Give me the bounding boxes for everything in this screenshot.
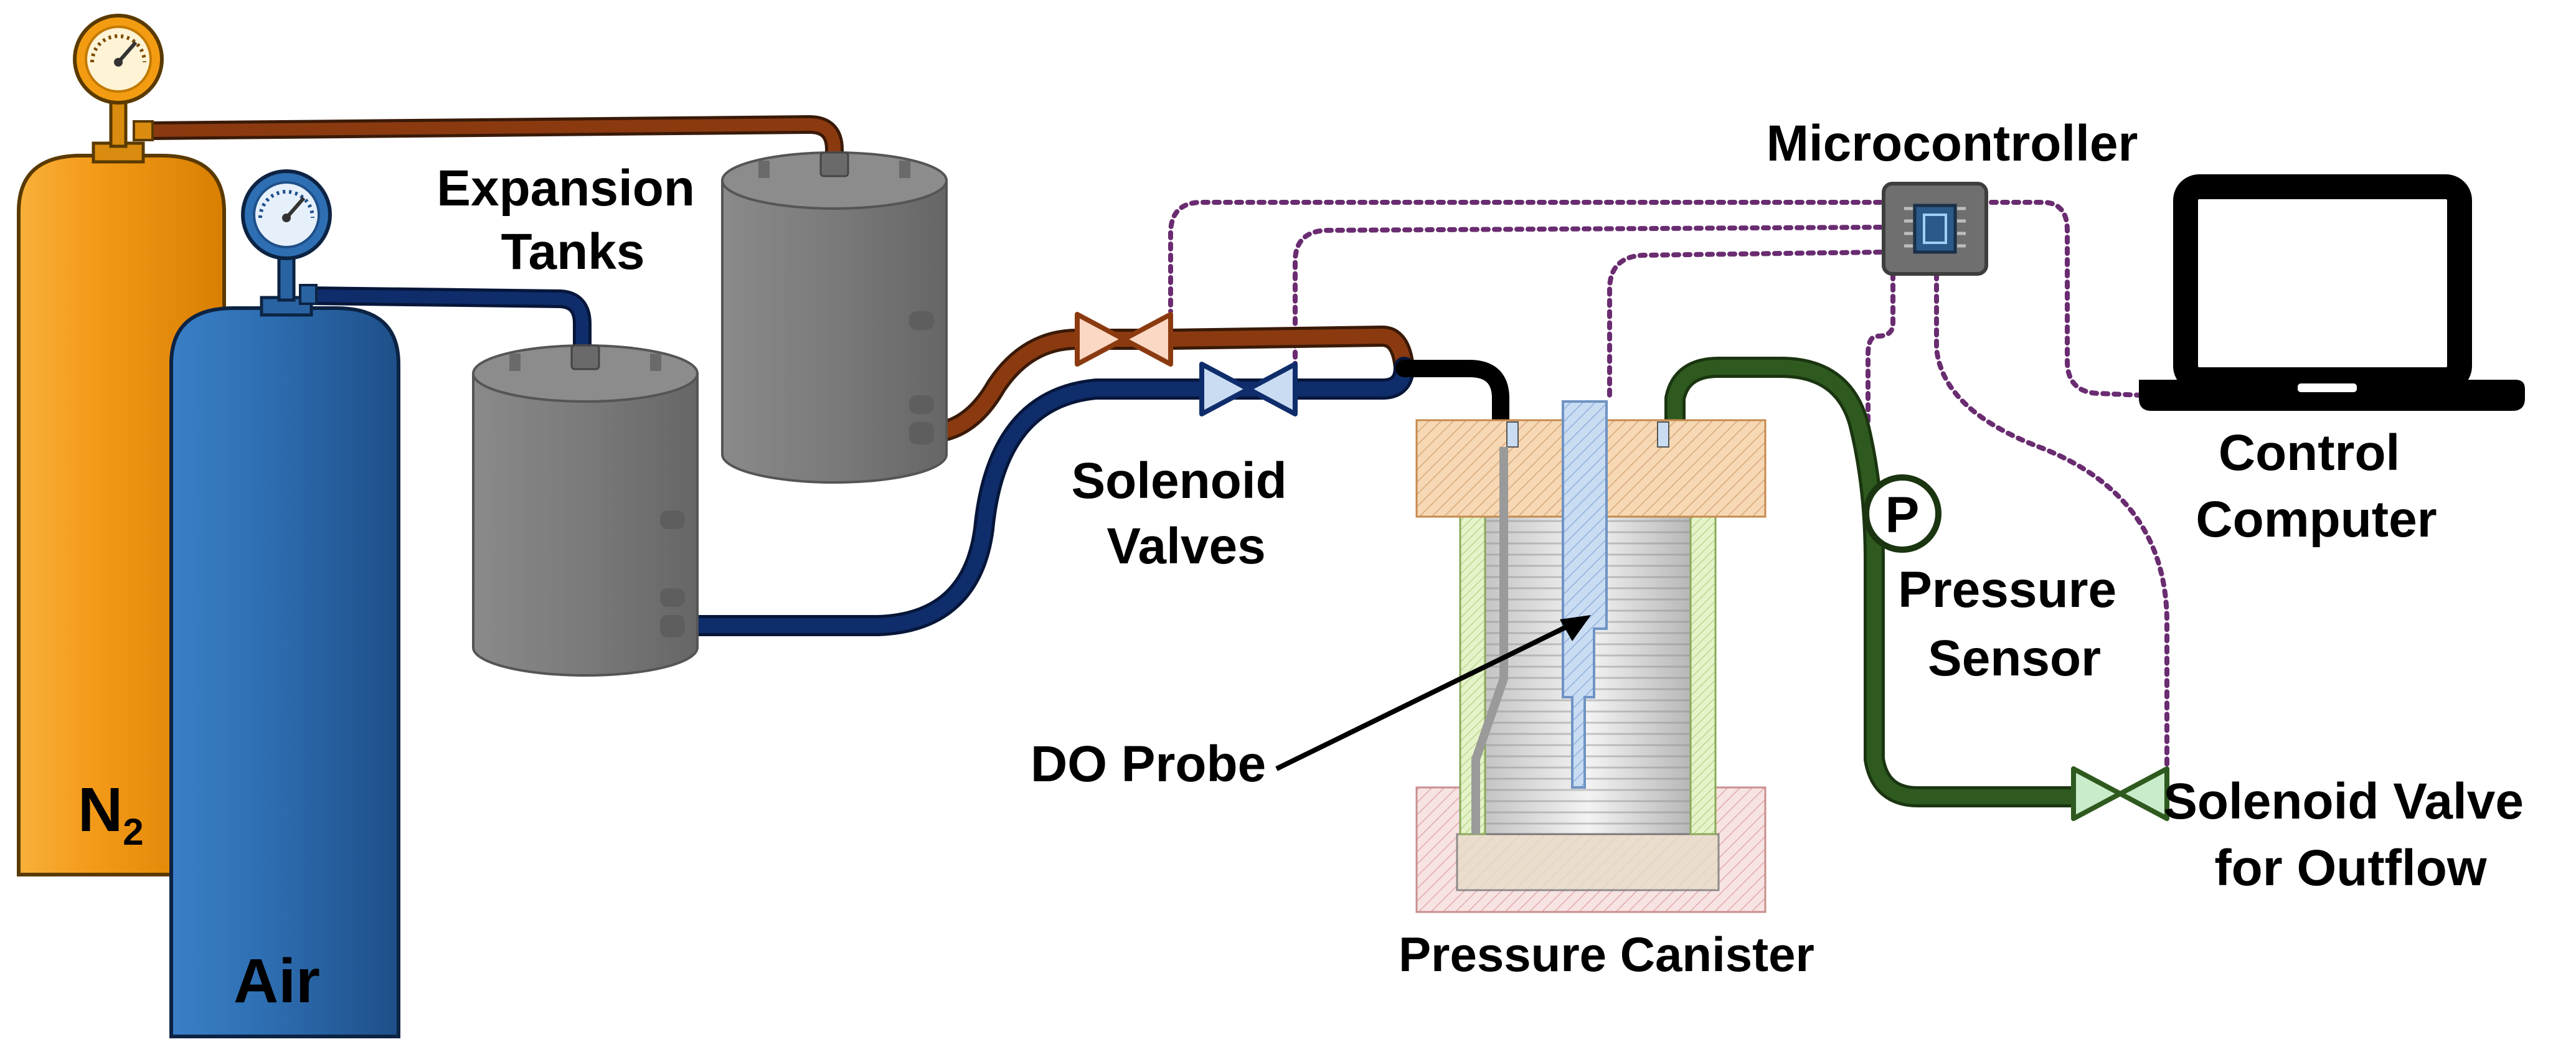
- air-label: Air: [234, 946, 320, 1016]
- wire-to-computer: [1978, 200, 2144, 398]
- expansion-tank-n2: [721, 151, 948, 484]
- svg-text:P: P: [1885, 487, 1920, 543]
- wire-to-n2-valve: [1168, 200, 1883, 314]
- n2-label: N2: [78, 775, 144, 853]
- pressure-sensor-label: Pressure Sensor: [1898, 561, 2131, 687]
- wire-to-air-valve: [1293, 225, 1883, 370]
- wire-to-do-probe: [1607, 250, 1883, 401]
- expansion-tank-air: [472, 344, 699, 677]
- solenoid-valve-n2-icon: [1075, 312, 1173, 367]
- air-cylinder: Air: [169, 169, 400, 1038]
- n2-gauge-icon: [73, 14, 164, 105]
- solenoid-valves-label: Solenoid Valves: [1071, 453, 1301, 575]
- wire-to-pressure-sensor: [1866, 271, 1895, 482]
- pressure-canister-label: Pressure Canister: [1399, 927, 1814, 982]
- microcontroller-label: Microcontroller: [1767, 115, 2138, 172]
- gas-lines: [140, 115, 2090, 807]
- outflow-valve-icon: [2071, 766, 2169, 821]
- outflow-valve-label: Solenoid Valve for Outflow: [2163, 773, 2538, 896]
- canister-inlet-line: [1395, 360, 1509, 438]
- laptop-icon: [2139, 174, 2525, 411]
- do-probe-label: DO Probe: [1031, 736, 1266, 792]
- do-probe-pointer: [1275, 615, 1591, 771]
- solenoid-valve-air-icon: [1199, 362, 1298, 416]
- microcontroller-icon: [1882, 182, 1988, 276]
- wire-to-outflow-valve: [1934, 271, 2169, 774]
- control-computer-label: Control Computer: [2196, 425, 2437, 548]
- do-probe-icon: [1562, 400, 1608, 789]
- expansion-tanks-label: Expansion Tanks: [436, 160, 709, 280]
- air-gauge-icon: [241, 169, 332, 260]
- signal-wires: [1168, 200, 2169, 774]
- pressure-canister: [1415, 400, 1767, 913]
- pressure-sensor-icon: P: [1863, 474, 1941, 553]
